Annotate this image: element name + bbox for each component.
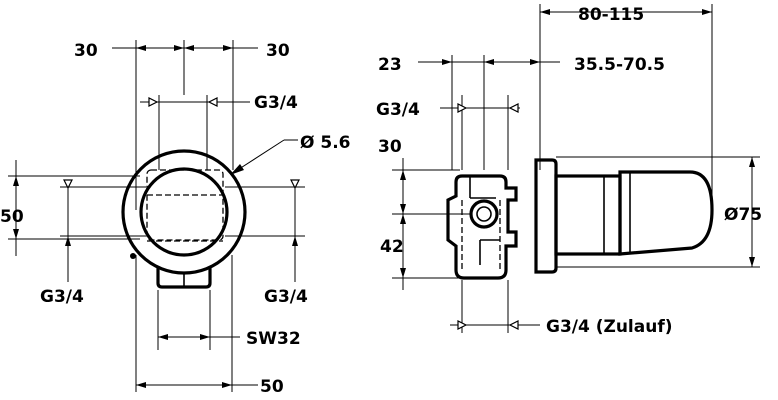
thread-label-top-left: G3/4 — [254, 93, 298, 113]
thread-label-side-top: G3/4 — [376, 100, 420, 120]
dim-35-5-70-5: 35.5-70.5 — [574, 55, 665, 75]
thread-label-bottom-left: G3/4 — [40, 287, 84, 307]
dim-50-height: 50 — [0, 207, 24, 227]
wrench-size-label: SW32 — [246, 329, 301, 349]
dim-42-side: 42 — [380, 237, 404, 257]
dim-80-115: 80-115 — [578, 5, 644, 25]
dim-23: 23 — [378, 55, 402, 75]
hole-diameter-label: Ø 5.6 — [300, 133, 351, 153]
dim-50-width: 50 — [260, 377, 284, 397]
side-view — [392, 4, 760, 333]
dim-30-right: 30 — [266, 41, 290, 61]
front-view — [8, 40, 305, 392]
dim-30-left: 30 — [74, 41, 98, 61]
thread-label-bottom-right: G3/4 — [264, 287, 308, 307]
dim-30-side: 30 — [378, 137, 402, 157]
thread-inlet-label: G3/4 (Zulauf) — [546, 317, 673, 337]
rosette-diameter-label: Ø75 — [724, 205, 762, 225]
